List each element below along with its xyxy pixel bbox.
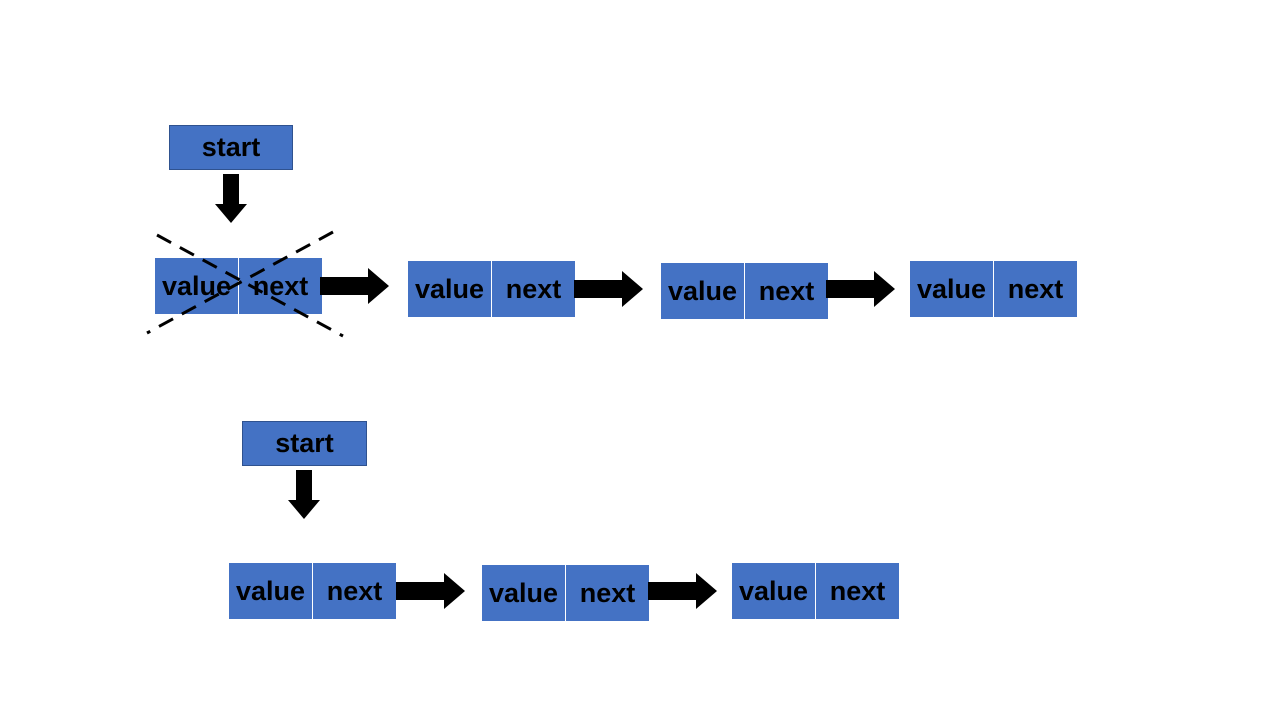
node-next-label: next	[1007, 273, 1064, 304]
top-next-arrow-2	[574, 270, 644, 308]
node-next-label: next	[505, 273, 562, 304]
node-value-cell: value	[910, 261, 993, 317]
node-next-label: next	[326, 575, 383, 606]
bottom-next-arrow-1	[396, 572, 466, 610]
node-next-cell: next	[745, 263, 828, 319]
node-value-cell: value	[661, 263, 744, 319]
node-next-cell: next	[492, 261, 575, 317]
node-value-cell: value	[408, 261, 491, 317]
node-value-label: value	[414, 273, 485, 304]
top-start-down-arrow	[214, 174, 248, 224]
node-next-cell: next	[994, 261, 1077, 317]
node-value-label: value	[161, 270, 232, 301]
node-next-cell: next	[566, 565, 649, 621]
node-value-cell: value	[155, 258, 238, 314]
node-value-label: value	[916, 273, 987, 304]
bottom-start-pointer: start	[242, 421, 367, 466]
bottom-start-label: start	[275, 428, 334, 458]
top-start-pointer: start	[169, 125, 293, 170]
node-next-cell: next	[816, 563, 899, 619]
node-next-cell: next	[313, 563, 396, 619]
node-value-label: value	[667, 275, 738, 306]
bottom-next-arrow-2	[648, 572, 718, 610]
top-next-arrow-3	[826, 270, 896, 308]
node-next-label: next	[758, 275, 815, 306]
top-next-arrow-1	[320, 267, 390, 305]
node-value-label: value	[488, 577, 559, 608]
node-value-cell: value	[732, 563, 815, 619]
node-value-label: value	[235, 575, 306, 606]
node-value-cell: value	[482, 565, 565, 621]
node-next-label: next	[829, 575, 886, 606]
top-start-label: start	[201, 132, 261, 162]
node-value-label: value	[738, 575, 809, 606]
node-next-label: next	[579, 577, 636, 608]
node-value-cell: value	[229, 563, 312, 619]
node-next-label: next	[252, 270, 309, 301]
bottom-start-down-arrow	[287, 470, 321, 520]
node-next-cell: next	[239, 258, 322, 314]
